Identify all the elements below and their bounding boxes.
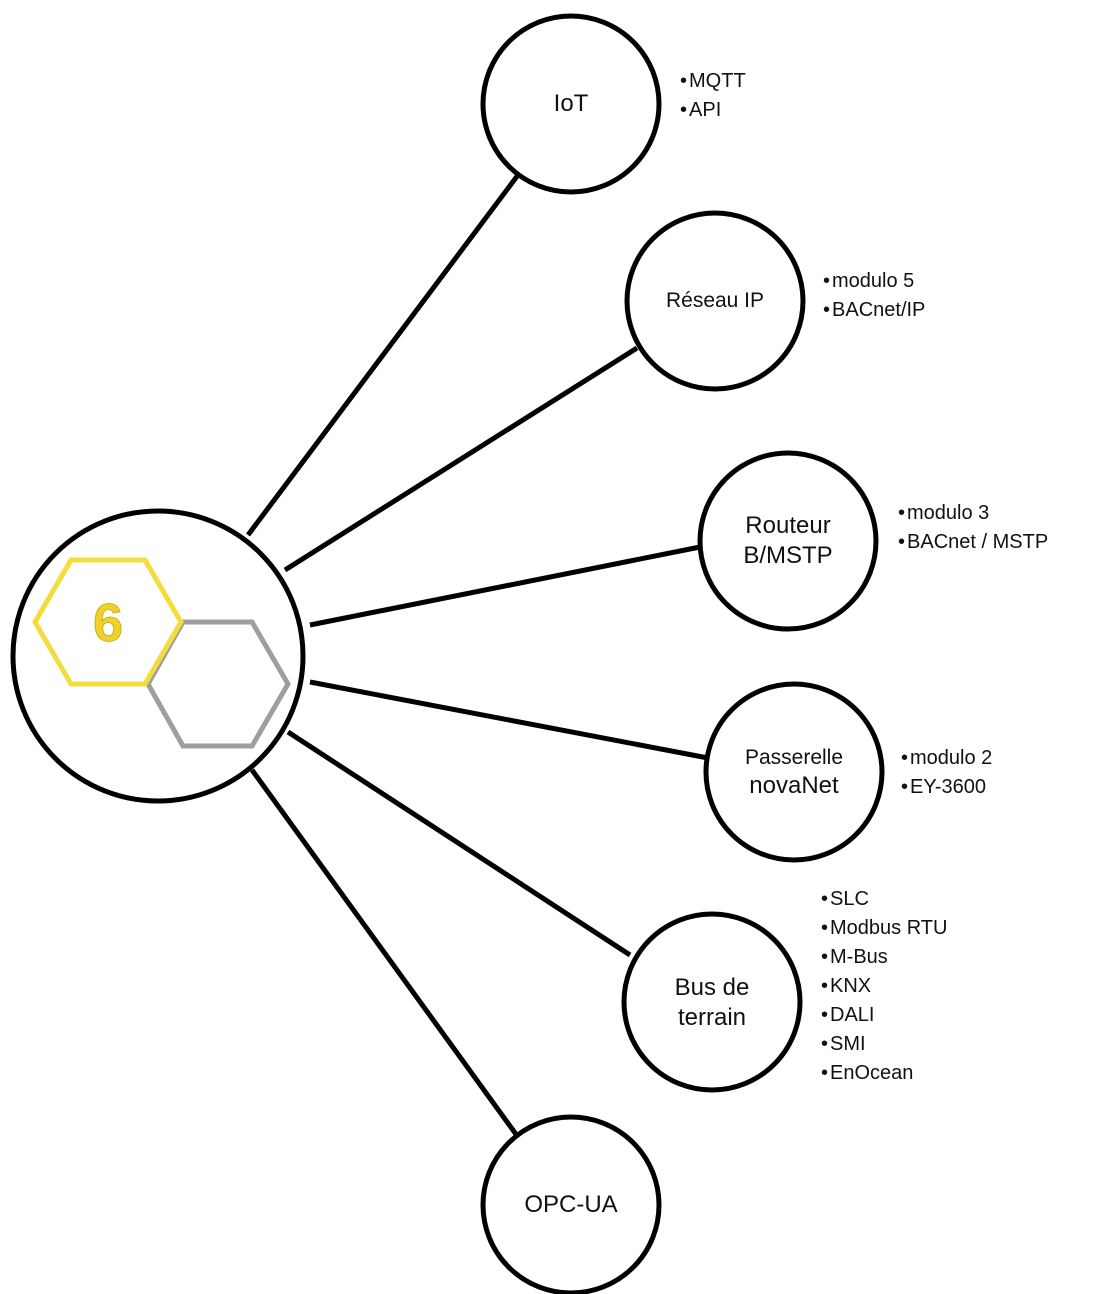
connector-routeur	[309, 544, 701, 628]
node-label-line: novaNet	[749, 772, 839, 800]
bullet-item: EnOcean	[821, 1060, 947, 1086]
node-label-line: terrain	[677, 1004, 747, 1031]
connector-bus-terrain	[286, 729, 632, 958]
bullet-item: SMI	[821, 1031, 947, 1057]
node-circle-routeur	[697, 450, 879, 632]
yellow-hexagon	[32, 557, 184, 687]
bullet-item: modulo 3	[898, 500, 1048, 526]
node-circle-opc-ua	[480, 1114, 662, 1294]
node-label-reseau-ip: Réseau IP	[635, 271, 795, 331]
node-label-bus-terrain: Bus de terrain	[632, 958, 792, 1048]
bullet-item: API	[680, 97, 746, 123]
bullet-item: MQTT	[680, 68, 746, 94]
bullet-item: BACnet/IP	[823, 297, 925, 323]
connector-reseau-ip	[283, 345, 639, 573]
node-circle-bus-terrain	[621, 911, 803, 1093]
bullet-item: modulo 5	[823, 268, 925, 294]
connector-iot	[246, 173, 520, 537]
node-label-opc-ua: OPC-UA	[491, 1175, 651, 1235]
bullet-item: Modbus RTU	[821, 915, 947, 941]
bullet-item: M-Bus	[821, 944, 947, 970]
center-circle	[10, 508, 306, 804]
node-label-line: Passerelle	[744, 745, 844, 769]
bullet-item: DALI	[821, 1002, 947, 1028]
connector-passerelle	[309, 679, 709, 761]
node-circle-reseau-ip	[624, 210, 806, 392]
bullet-item: EY-3600	[901, 774, 992, 800]
node-label-iot: IoT	[491, 74, 651, 134]
bullet-list-bus-terrain: SLC Modbus RTU M-Bus KNX DALI SMI EnOcea…	[821, 886, 947, 1089]
node-circle-iot	[480, 13, 662, 195]
node-label-line: Réseau IP	[665, 288, 765, 312]
node-label-line: Routeur	[745, 512, 831, 539]
bullet-list-reseau-ip: modulo 5 BACnet/IP	[823, 268, 925, 326]
bullet-list-passerelle: modulo 2 EY-3600	[901, 745, 992, 803]
connector-opc-ua	[249, 768, 521, 1139]
bullet-item: SLC	[821, 886, 947, 912]
node-label-routeur: Routeur B/MSTP	[708, 496, 868, 586]
bullet-list-routeur: modulo 3 BACnet / MSTP	[898, 500, 1048, 558]
node-circle-passerelle	[703, 681, 885, 863]
bullet-item: modulo 2	[901, 745, 992, 771]
bullet-list-iot: MQTT API	[680, 68, 746, 126]
node-label-line: B/MSTP	[743, 542, 833, 569]
bullet-item: KNX	[821, 973, 947, 999]
node-label-line: Bus de	[674, 974, 750, 1001]
node-label-line: IoT	[553, 90, 589, 117]
bullet-item: BACnet / MSTP	[898, 529, 1048, 555]
node-label-passerelle: Passerelle novaNet	[714, 730, 874, 816]
hexagon-number: 6	[93, 593, 123, 653]
node-label-line: OPC-UA	[524, 1191, 618, 1218]
